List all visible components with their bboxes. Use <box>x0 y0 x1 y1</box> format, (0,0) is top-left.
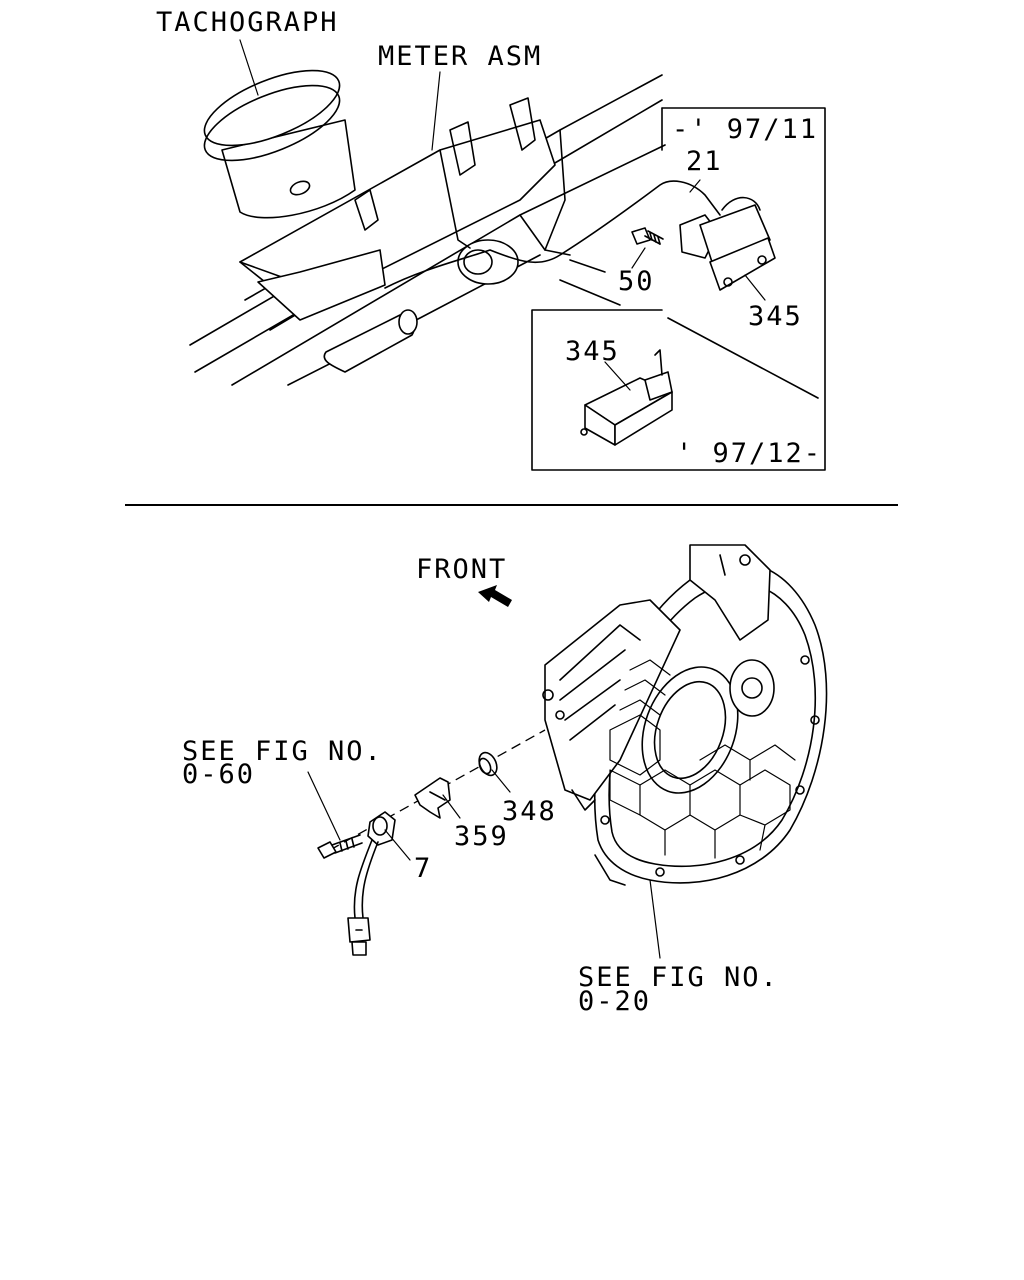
meter-asm-label: METER ASM <box>378 41 542 72</box>
leader-348 <box>491 769 511 793</box>
leader-21 <box>689 179 701 193</box>
leader-345-lower <box>604 361 631 391</box>
callout-348: 348 <box>502 796 557 827</box>
resistor-345-new <box>580 349 673 446</box>
front-label: FRONT <box>416 554 507 585</box>
leader-345-upper <box>744 274 766 301</box>
bolt-50 <box>631 227 664 245</box>
callout-345-lower: 345 <box>565 336 620 367</box>
inset-upper-range: -' 97/11 <box>672 114 818 145</box>
callout-345-upper: 345 <box>748 301 803 332</box>
leader-meter-asm <box>431 71 441 151</box>
bottom-section: FRONT SEE FIG NO. 0-60 348 359 7 SEE FIG… <box>182 544 828 1017</box>
callout-50: 50 <box>618 266 655 297</box>
leader-7 <box>384 829 411 861</box>
leader-see-fig-0-20 <box>649 879 661 959</box>
callout-21: 21 <box>686 146 723 177</box>
grommet-348 <box>478 751 498 777</box>
flywheel-housing <box>542 544 828 886</box>
resistor-345-old <box>679 196 776 291</box>
inset-lower-range: ' 97/12- <box>676 438 822 469</box>
tachograph-label: TACHOGRAPH <box>156 7 339 38</box>
leader-tachograph <box>239 39 259 96</box>
callout-359: 359 <box>454 821 509 852</box>
assembly-axis <box>329 729 546 851</box>
revision-inset <box>531 107 826 471</box>
see-fig-right-line2: 0-20 <box>578 986 651 1017</box>
front-arrow-icon <box>478 585 512 607</box>
meter-assembly <box>239 97 556 321</box>
honeycomb-ribs <box>609 659 796 859</box>
see-fig-right-line1: SEE FIG NO. <box>578 962 779 993</box>
leader-359 <box>442 794 461 819</box>
speed-sensor-7 <box>347 811 396 956</box>
leader-see-fig-0-60 <box>307 771 341 841</box>
clip-359 <box>414 777 451 819</box>
callout-7: 7 <box>414 853 432 884</box>
see-fig-left-line2: 0-60 <box>182 759 255 790</box>
mounting-bolt <box>317 834 363 859</box>
leader-50 <box>631 247 646 269</box>
tachograph-unit <box>203 69 356 219</box>
see-fig-left-line1: SEE FIG NO. <box>182 736 383 767</box>
sensor-wire <box>384 180 721 289</box>
top-section: TACHOGRAPH METER ASM -' 97/11 21 50 345 … <box>156 7 826 471</box>
